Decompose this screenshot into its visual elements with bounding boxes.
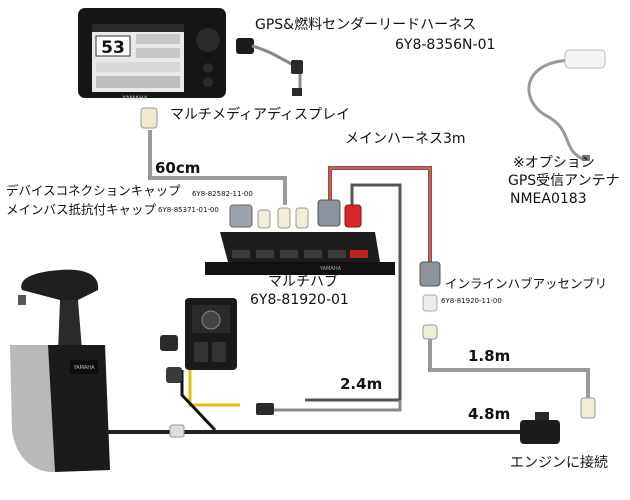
cable-display-to-hub xyxy=(148,130,287,205)
label-multimedia-display: マルチメディアディスプレイ xyxy=(170,107,351,123)
control-switch-panel xyxy=(160,298,237,383)
label-gps-fuel-harness-name: GPS&燃料センダーリードハーネス xyxy=(255,17,477,33)
cable-2-4m xyxy=(270,400,402,412)
label-part-82582: 6Y8-82582-11-00 xyxy=(192,190,253,198)
gps-antenna xyxy=(564,49,606,161)
display-button xyxy=(203,63,213,73)
label-60cm: 60cm xyxy=(155,159,201,177)
engine-connector xyxy=(520,412,560,444)
cable-main-harness-core xyxy=(329,167,431,262)
inline-fuse xyxy=(256,403,274,415)
display-button xyxy=(203,77,213,87)
remote-control-lever: YAMAHA xyxy=(10,269,110,472)
hub-brand: YAMAHA xyxy=(319,266,342,272)
label-gps-antenna: GPS受信アンテナ xyxy=(508,173,620,189)
label-multi-hub-part: 6Y8-81920-01 xyxy=(250,292,349,308)
cap-device-connection xyxy=(229,204,253,228)
label-mainbus-cap: メインバス抵抗付キャップ xyxy=(6,202,157,217)
cable-clip xyxy=(169,424,185,438)
inline-hub-assembly xyxy=(419,261,441,340)
cable-control-black xyxy=(180,370,217,432)
label-part-81920-11: 6Y8-81920-11-00 xyxy=(441,297,502,305)
cap-small-3 xyxy=(295,207,309,229)
label-4-8m: 4.8m xyxy=(468,405,511,423)
gps-fuel-harness xyxy=(236,38,303,96)
cable-control-yellow xyxy=(188,370,240,407)
cap-small-1 xyxy=(257,209,271,229)
label-inline-hub-assembly: インラインハブアッセンブリ xyxy=(445,276,608,291)
display-brand: YAMAHA xyxy=(121,95,148,102)
lever-brand: YAMAHA xyxy=(72,365,95,371)
multi-hub: YAMAHA xyxy=(205,232,395,275)
label-device-cap: デバイスコネクションキャップ xyxy=(6,183,181,198)
cap-small-2 xyxy=(277,207,291,229)
label-main-harness: メインハーネス3m xyxy=(345,131,466,147)
label-multi-hub-name: マルチハブ xyxy=(268,274,338,290)
label-engine-connect: エンジンに接続 xyxy=(510,455,608,471)
label-nmea: NMEA0183 xyxy=(510,191,587,207)
label-2-4m: 2.4m xyxy=(340,375,383,393)
cable-gps-antenna xyxy=(527,58,586,162)
display-connector xyxy=(140,107,158,129)
cable-red-connector xyxy=(305,183,402,402)
connector-red xyxy=(344,204,362,228)
display-dpad xyxy=(196,28,220,52)
multimedia-display: 53 YAMAHA xyxy=(78,8,226,102)
label-gps-fuel-harness-part: 6Y8-8356N-01 xyxy=(395,37,496,53)
connector-1-8m-end xyxy=(580,397,596,419)
label-option-note: ※オプション xyxy=(513,155,595,171)
label-part-85371: 6Y8-85371-01-00 xyxy=(158,206,219,214)
connector-grey xyxy=(317,199,341,227)
display-big-number: 53 xyxy=(101,38,125,58)
label-1-8m: 1.8m xyxy=(468,347,511,365)
cable-1-8m xyxy=(428,335,590,400)
